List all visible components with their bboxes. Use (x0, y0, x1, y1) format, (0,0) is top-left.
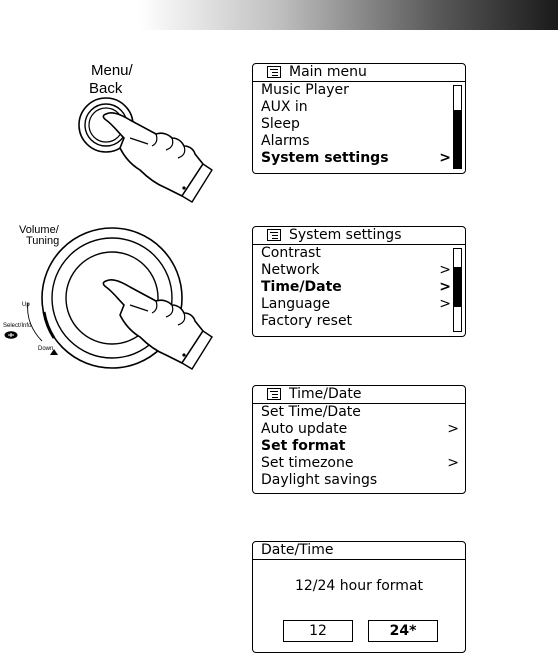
screen-title: Time/Date (289, 386, 361, 402)
menu-item-auto-update[interactable]: Auto update> (261, 421, 465, 438)
menu-item-alarms[interactable]: Alarms (261, 133, 465, 150)
screen-title-bar: System settings (253, 227, 465, 245)
scrollbar-thumb[interactable] (454, 110, 461, 168)
menu-list-icon (267, 66, 281, 78)
menu-item-set-time-date[interactable]: Set Time/Date (261, 404, 465, 421)
main-menu-screen: Main menu Music Player AUX in Sleep Alar… (252, 63, 466, 174)
menu-item-set-format[interactable]: Set format (261, 438, 465, 455)
system-settings-screen: System settings Contrast Network> Time/D… (252, 226, 466, 337)
select-info-button-icon[interactable] (4, 331, 18, 339)
pointing-hand-icon (100, 108, 210, 198)
select-info-label: Select/Info (3, 323, 31, 329)
scrollbar-thumb[interactable] (454, 267, 461, 307)
menu-item-language[interactable]: Language> (261, 296, 465, 313)
option-12-hour[interactable]: 12 (283, 620, 353, 642)
down-label: Down (38, 346, 53, 352)
menu-list-icon (267, 388, 281, 400)
up-label: Up (22, 302, 30, 308)
scrollbar[interactable] (453, 85, 462, 169)
option-24-hour[interactable]: 24* (368, 620, 438, 642)
format-prompt: 12/24 hour format (253, 578, 465, 594)
menu-item-aux-in[interactable]: AUX in (261, 99, 465, 116)
menu-item-system-settings[interactable]: System settings> (261, 150, 465, 167)
screen-title: System settings (289, 227, 402, 243)
menu-list-icon (267, 229, 281, 241)
menu-item-sleep[interactable]: Sleep (261, 116, 465, 133)
menu-item-contrast[interactable]: Contrast (261, 245, 465, 262)
menu-item-music-player[interactable]: Music Player (261, 82, 465, 99)
scrollbar[interactable] (453, 248, 462, 332)
screen-title: Main menu (289, 64, 367, 80)
menu-item-daylight-savings[interactable]: Daylight savings (261, 472, 465, 489)
screen-title-bar: Time/Date (253, 386, 465, 404)
screen-title-bar: Main menu (253, 64, 465, 82)
screen-title: Date/Time (253, 542, 465, 560)
menu-item-network[interactable]: Network> (261, 262, 465, 279)
menu-item-factory-reset[interactable]: Factory reset (261, 313, 465, 330)
pointing-hand-icon (100, 275, 210, 365)
date-time-format-screen: Date/Time 12/24 hour format 12 24* (252, 541, 466, 653)
time-date-screen: Time/Date Set Time/Date Auto update> Set… (252, 385, 466, 494)
menu-item-time-date[interactable]: Time/Date> (261, 279, 465, 296)
menu-item-set-timezone[interactable]: Set timezone> (261, 455, 465, 472)
header-gradient-bar (0, 0, 558, 30)
menu-back-label-line1: Menu/ (91, 62, 133, 79)
